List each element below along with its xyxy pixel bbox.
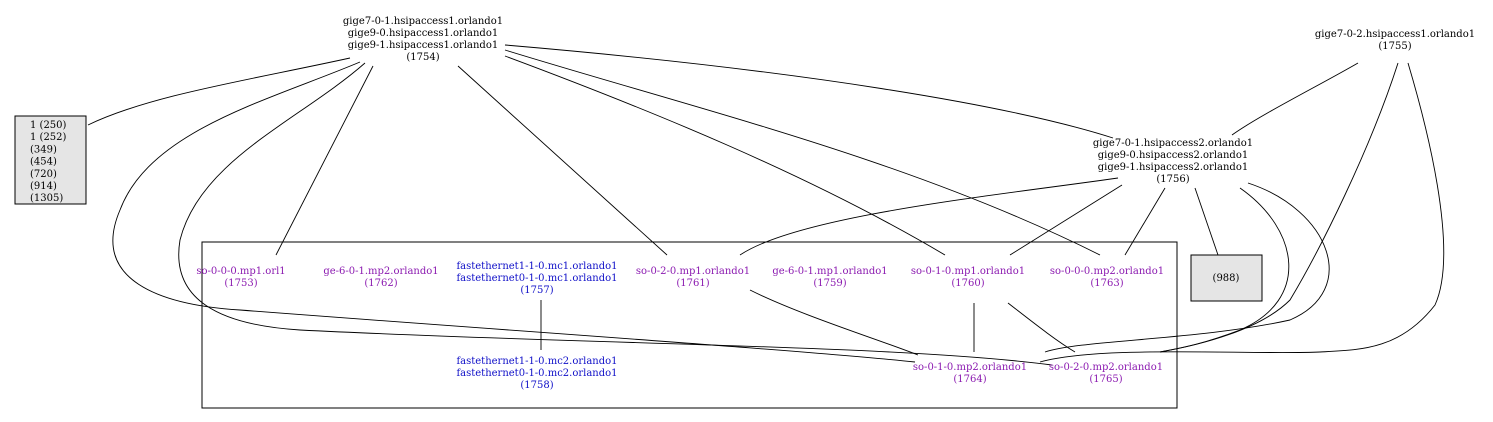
node-1756-label: gige7-0-1.hsipaccess2.orlando1 <box>1093 138 1253 149</box>
edges <box>87 44 1445 366</box>
edge-1756-1761 <box>739 177 1119 256</box>
legend-box-entry: 1 (252) <box>30 132 67 143</box>
node-1756-label: gige9-0.hsipaccess2.orlando1 <box>1098 150 1248 161</box>
node-1760-label: so-0-1-0.mp1.orlando1 <box>911 266 1025 277</box>
edge-1756-1765a <box>1159 187 1290 353</box>
node-1758-label: fastethernet0-1-0.mc2.orlando1 <box>456 368 617 379</box>
edge-1754-1763 <box>504 49 1101 256</box>
edge-1755-1764 <box>1039 62 1445 363</box>
node-1754-label: gige9-0.hsipaccess1.orlando1 <box>348 28 498 39</box>
node-1758-id: (1758) <box>520 380 553 391</box>
node-1759-label: ge-6-0-1.mp1.orlando1 <box>772 266 887 277</box>
edge-1754-1753 <box>275 65 374 256</box>
legend-box-entry: (1305) <box>30 193 63 204</box>
legend-box-entry: 1 (250) <box>30 120 67 131</box>
node-1753-label: so-0-0-0.mp1.orl1 <box>196 266 285 277</box>
node-1757-id: (1757) <box>520 285 553 296</box>
node-1755-label: gige7-0-2.hsipaccess1.orlando1 <box>1315 29 1475 40</box>
node-1765-label: so-0-2-0.mp2.orlando1 <box>1049 362 1163 373</box>
edge-1754-1764 <box>112 61 916 363</box>
node-1757-label: fastethernet1-1-0.mc1.orlando1 <box>456 261 617 272</box>
node-1765-id: (1765) <box>1089 374 1122 385</box>
edge-1754-1765 <box>178 62 1053 366</box>
edge-1755-1756 <box>1231 62 1359 136</box>
node-1762-id: (1762) <box>364 278 397 289</box>
box-988 <box>1190 254 1263 302</box>
node-1763-label: so-0-0-0.mp2.orlando1 <box>1050 266 1164 277</box>
node-1759-id: (1759) <box>813 278 846 289</box>
node-1764-id: (1764) <box>953 374 986 385</box>
node-1758-label: fastethernet1-1-0.mc2.orlando1 <box>456 356 617 367</box>
node-1756-label: gige9-1.hsipaccess2.orlando1 <box>1098 162 1248 173</box>
edge-1754-1756 <box>504 44 1114 139</box>
legend-box-entry: (720) <box>30 169 57 180</box>
node-1762-label: ge-6-0-1.mp2.orlando1 <box>323 266 438 277</box>
node-1763-id: (1763) <box>1090 278 1123 289</box>
node-1760-id: (1760) <box>951 278 984 289</box>
edge-1761-1764 <box>749 289 919 356</box>
node-1761-label: so-0-2-0.mp1.orlando1 <box>636 266 750 277</box>
legend-box-entry: (349) <box>30 144 57 155</box>
legend-box <box>14 115 87 205</box>
box-988-label: (988) <box>1213 273 1240 284</box>
node-1757-label: fastethernet0-1-0.mc1.orlando1 <box>456 273 617 284</box>
node-1764-label: so-0-1-0.mp2.orlando1 <box>913 362 1027 373</box>
node-1754-label: gige7-0-1.hsipaccess1.orlando1 <box>343 16 503 27</box>
edge-1754-legend <box>87 57 351 126</box>
node-1754-label: gige9-1.hsipaccess1.orlando1 <box>348 40 498 51</box>
edge-1756-1763 <box>1124 187 1166 256</box>
site-cluster-box <box>201 241 1178 409</box>
legend-box-entry: (454) <box>30 157 57 168</box>
edge-1760-1765 <box>1007 302 1076 353</box>
node-1754-id: (1754) <box>406 52 439 63</box>
edge-1756-988 <box>1194 187 1219 256</box>
node-labels: gige7-0-1.hsipaccess1.orlando1gige9-0.hs… <box>30 16 1475 391</box>
node-1761-id: (1761) <box>676 278 709 289</box>
edge-1754-1760 <box>504 55 946 256</box>
edge-1756-1760 <box>1009 184 1123 256</box>
node-1756-id: (1756) <box>1156 174 1189 185</box>
node-1755-id: (1755) <box>1378 41 1411 52</box>
node-1753-id: (1753) <box>224 278 257 289</box>
edge-1756-1765b <box>1044 182 1330 353</box>
legend-box-entry: (914) <box>30 181 57 192</box>
edge-1754-1761 <box>457 65 668 256</box>
